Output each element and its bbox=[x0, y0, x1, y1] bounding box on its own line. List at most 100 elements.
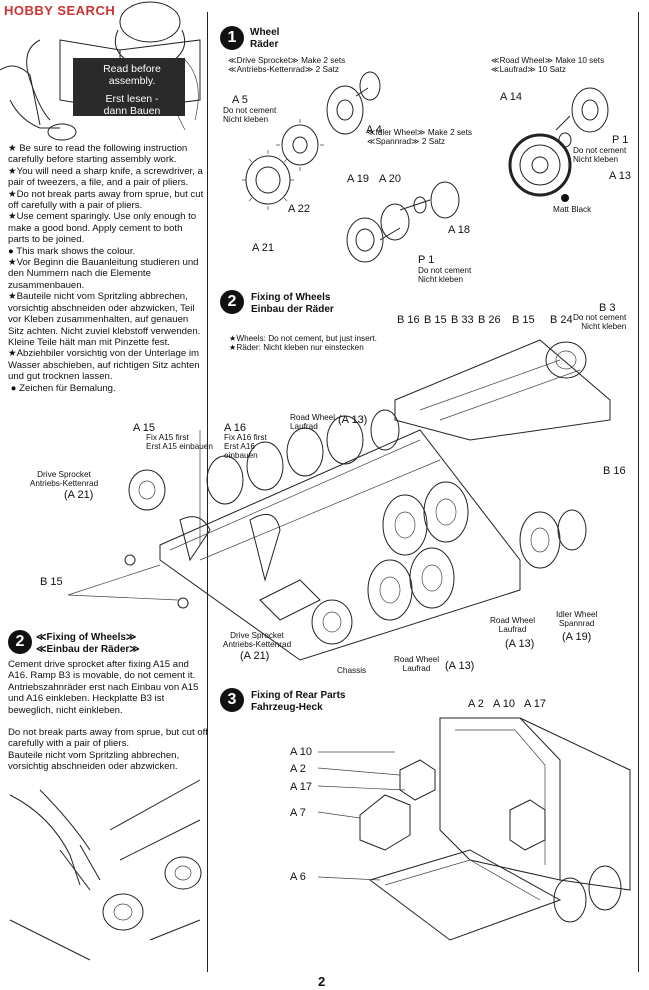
part-b15: B 15 bbox=[424, 314, 447, 326]
do-not-cement-note: Do not cement Nicht kleben bbox=[418, 266, 471, 284]
nc-de: Nicht kleben bbox=[223, 115, 269, 125]
step1-drive-sprocket-parts bbox=[242, 71, 381, 210]
part-a20: A 20 bbox=[379, 173, 402, 185]
rw-en: Road Wheel bbox=[490, 616, 536, 625]
a15-note: Fix A15 first Erst A15 einbauen bbox=[146, 433, 213, 451]
rw-de: Laufrad bbox=[402, 664, 431, 674]
part-a14: A 14 bbox=[500, 91, 523, 103]
intro-en-4: ★Use cement sparingly. Use only enough t… bbox=[8, 211, 197, 246]
part-b33: B 33 bbox=[451, 314, 474, 326]
intro-en-3: ★Do not break parts away from sprue, but… bbox=[8, 188, 204, 212]
road-wheels-top-row bbox=[206, 409, 400, 505]
intro-de-3: ★Abziehbiler vorsichtig von der Unterlag… bbox=[8, 348, 200, 383]
part-a22: A 22 bbox=[288, 203, 311, 215]
part-p1: P 1 bbox=[612, 134, 629, 146]
intro-de-1: ★Vor Beginn die Bauanleitung studieren u… bbox=[8, 257, 199, 291]
part-a15: A 15 bbox=[133, 422, 156, 434]
nc-de: Nicht kleben bbox=[581, 322, 627, 332]
step2-text-de: Antriebszahnräder erst nach Einbau von A… bbox=[8, 681, 199, 716]
drive-sprocket-left-code: (A 21) bbox=[64, 489, 94, 501]
idler-en: Idler Wheel bbox=[556, 610, 598, 619]
pliers-illustration bbox=[9, 779, 202, 961]
step2-text-en: Cement drive sprocket after fixing A15 a… bbox=[8, 659, 196, 682]
a16-note-en: Fix A16 first bbox=[224, 433, 267, 442]
wheels-no-cement-note: ★Wheels: Do not cement, but just insert.… bbox=[229, 334, 377, 352]
road-wheel-bottom-label: Road Wheel Laufrad bbox=[394, 655, 439, 673]
step3-rear-assembly bbox=[317, 717, 631, 941]
part-b16: B 16 bbox=[603, 465, 626, 477]
rw-en: Road Wheel bbox=[290, 413, 336, 422]
a16-note: Fix A16 first Erst A16 einbauen bbox=[224, 433, 267, 461]
step2-hull-assembly bbox=[67, 339, 611, 661]
part-b15: B 15 bbox=[512, 314, 535, 326]
watermark: HOBBY SEARCH bbox=[4, 3, 116, 18]
idler-wheel-note: ≪Idler Wheel≫ Make 2 sets ≪Spannrad≫ 2 S… bbox=[367, 128, 472, 146]
part-a10: A 10 bbox=[290, 746, 313, 758]
rw-de: Laufrad bbox=[290, 422, 318, 432]
idler-wheel-note-en: ≪Idler Wheel≫ Make 2 sets bbox=[367, 128, 472, 137]
nc-en: Do not cement bbox=[573, 146, 627, 155]
nc-de: Nicht kleben bbox=[418, 275, 464, 285]
do-not-cement-note: Do not cement Nicht kleben bbox=[573, 146, 626, 164]
part-a13: A 13 bbox=[609, 170, 632, 182]
intro-en-5: This mark shows the colour. bbox=[16, 245, 136, 257]
drive-sprocket-bottom-code: (A 21) bbox=[240, 650, 270, 662]
rw-en: Road Wheel bbox=[394, 655, 440, 664]
ds-de: Antriebs-Kettenrad bbox=[29, 479, 99, 489]
ds-de: Antriebs-Kettenrad bbox=[222, 640, 292, 650]
part-b16: B 16 bbox=[397, 314, 420, 326]
part-a2: A 2 bbox=[290, 763, 306, 775]
paint-mark-icon: ● bbox=[8, 245, 14, 257]
chassis-label: Chassis bbox=[337, 666, 367, 675]
part-a19: A 19 bbox=[347, 173, 370, 185]
step2-text-body: Cement drive sprocket after fixing A15 a… bbox=[8, 659, 208, 773]
part-a10-top: A 10 bbox=[493, 698, 516, 710]
nc-en: Do not cement bbox=[573, 313, 627, 322]
idler-wheel-note-de: ≪Spannrad≫ 2 Satz bbox=[367, 137, 446, 147]
nc-en: Do not cement bbox=[418, 266, 472, 275]
drive-sprocket-bottom-label: Drive Sprocket Antriebs-Kettenrad bbox=[211, 631, 303, 649]
reading-man-illustration bbox=[0, 1, 201, 141]
b3-do-not-cement: Do not cement Nicht kleben bbox=[573, 313, 626, 331]
drive-sprocket-note-de: ≪Antriebs-Kettenrad≫ 2 Satz bbox=[228, 65, 339, 75]
ds-en: Drive Sprocket bbox=[37, 470, 91, 479]
part-a17-top: A 17 bbox=[524, 698, 547, 710]
wheels-note-de: ★Räder: Nicht kleben nur einstecken bbox=[229, 343, 364, 353]
step1-title-en: Wheel bbox=[250, 27, 280, 38]
step2-title-de: Einbau der Räder bbox=[251, 304, 334, 315]
a15-note-de: Erst A15 einbauen bbox=[146, 442, 213, 452]
road-wheel-note-en: ≪Road Wheel≫ Make 10 sets bbox=[491, 56, 605, 65]
rw-de: Laufrad bbox=[498, 625, 527, 635]
step3-number: 3 bbox=[220, 688, 244, 712]
intro-de-2: ★Bauteile nicht vom Spritzling abbrechen… bbox=[8, 291, 201, 348]
part-a4: A 4 bbox=[366, 124, 382, 136]
step1-idler-wheel-parts bbox=[346, 181, 460, 263]
intro-en-1: ★ Be sure to read the following instruct… bbox=[8, 143, 188, 166]
drive-sprocket-left-label: Drive Sprocket Antriebs-Kettenrad bbox=[18, 470, 110, 488]
part-b24: B 24 bbox=[550, 314, 573, 326]
part-a17: A 17 bbox=[290, 781, 313, 793]
bubble-line: Read before bbox=[103, 63, 161, 75]
a16-note-de: einbauen bbox=[224, 451, 258, 461]
part-a16: A 16 bbox=[224, 422, 247, 434]
do-not-cement-note: Do not cement Nicht kleben bbox=[223, 106, 276, 124]
road-wheel-top-code: (A 13) bbox=[338, 414, 368, 426]
part-a5: A 5 bbox=[232, 94, 248, 106]
step2-text-en2: Do not break parts away from sprue, but … bbox=[8, 727, 208, 750]
matt-black-label: Matt Black bbox=[553, 205, 592, 214]
step2-title-en: Fixing of Wheels bbox=[251, 292, 331, 303]
paint-mark-icon: ● bbox=[10, 382, 17, 394]
intro-text: ★ Be sure to read the following instruct… bbox=[8, 143, 206, 394]
ds-en: Drive Sprocket bbox=[230, 631, 284, 640]
part-a6: A 6 bbox=[290, 871, 306, 883]
intro-en-2: ★You will need a sharp knife, a screwdri… bbox=[8, 165, 203, 189]
bubble-line: Erst lesen - bbox=[105, 93, 159, 105]
step2-text-title: ≪Fixing of Wheels≫ ≪Einbau der Räder≫ bbox=[36, 632, 140, 656]
road-wheel-top-label: Road Wheel Laufrad bbox=[290, 413, 335, 431]
nc-de: Nicht kleben bbox=[573, 155, 619, 165]
step1-road-wheel-parts bbox=[508, 87, 609, 202]
bubble-line: dann Bauen bbox=[103, 105, 161, 117]
step2-text-number: 2 bbox=[8, 630, 32, 654]
step3-title-en: Fixing of Rear Parts bbox=[251, 690, 346, 701]
